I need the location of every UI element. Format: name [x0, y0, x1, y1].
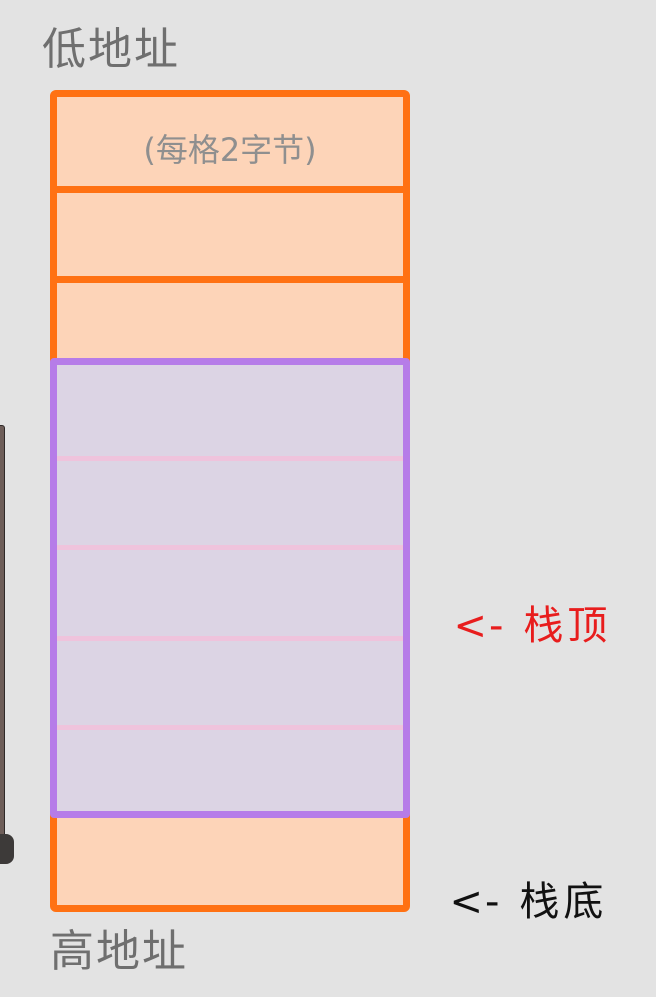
memory-cell-divider — [57, 186, 403, 193]
stack-cell-divider — [57, 725, 403, 730]
stack-bottom-pointer: <- 栈底 — [424, 842, 607, 922]
memory-cell-divider — [57, 276, 403, 283]
low-address-label: 低地址 — [42, 24, 180, 75]
stack-cell-divider — [57, 456, 403, 461]
high-address-label: 高地址 — [50, 926, 188, 977]
stack-region — [50, 358, 410, 818]
stack-cell-divider — [57, 636, 403, 641]
stack-top-label: 栈顶 — [523, 603, 612, 649]
stack-bottom-label: 栈底 — [519, 879, 608, 925]
stack-top-pointer: <- 栈顶 — [428, 566, 611, 646]
cell-size-note: (每格2字节) — [143, 131, 317, 169]
left-edge-artifact-tip — [0, 834, 14, 864]
stack-bottom-arrow: <- — [449, 879, 502, 925]
stack-cell-divider — [57, 545, 403, 550]
stack-top-arrow: <- — [453, 603, 506, 649]
left-edge-artifact — [0, 425, 5, 839]
